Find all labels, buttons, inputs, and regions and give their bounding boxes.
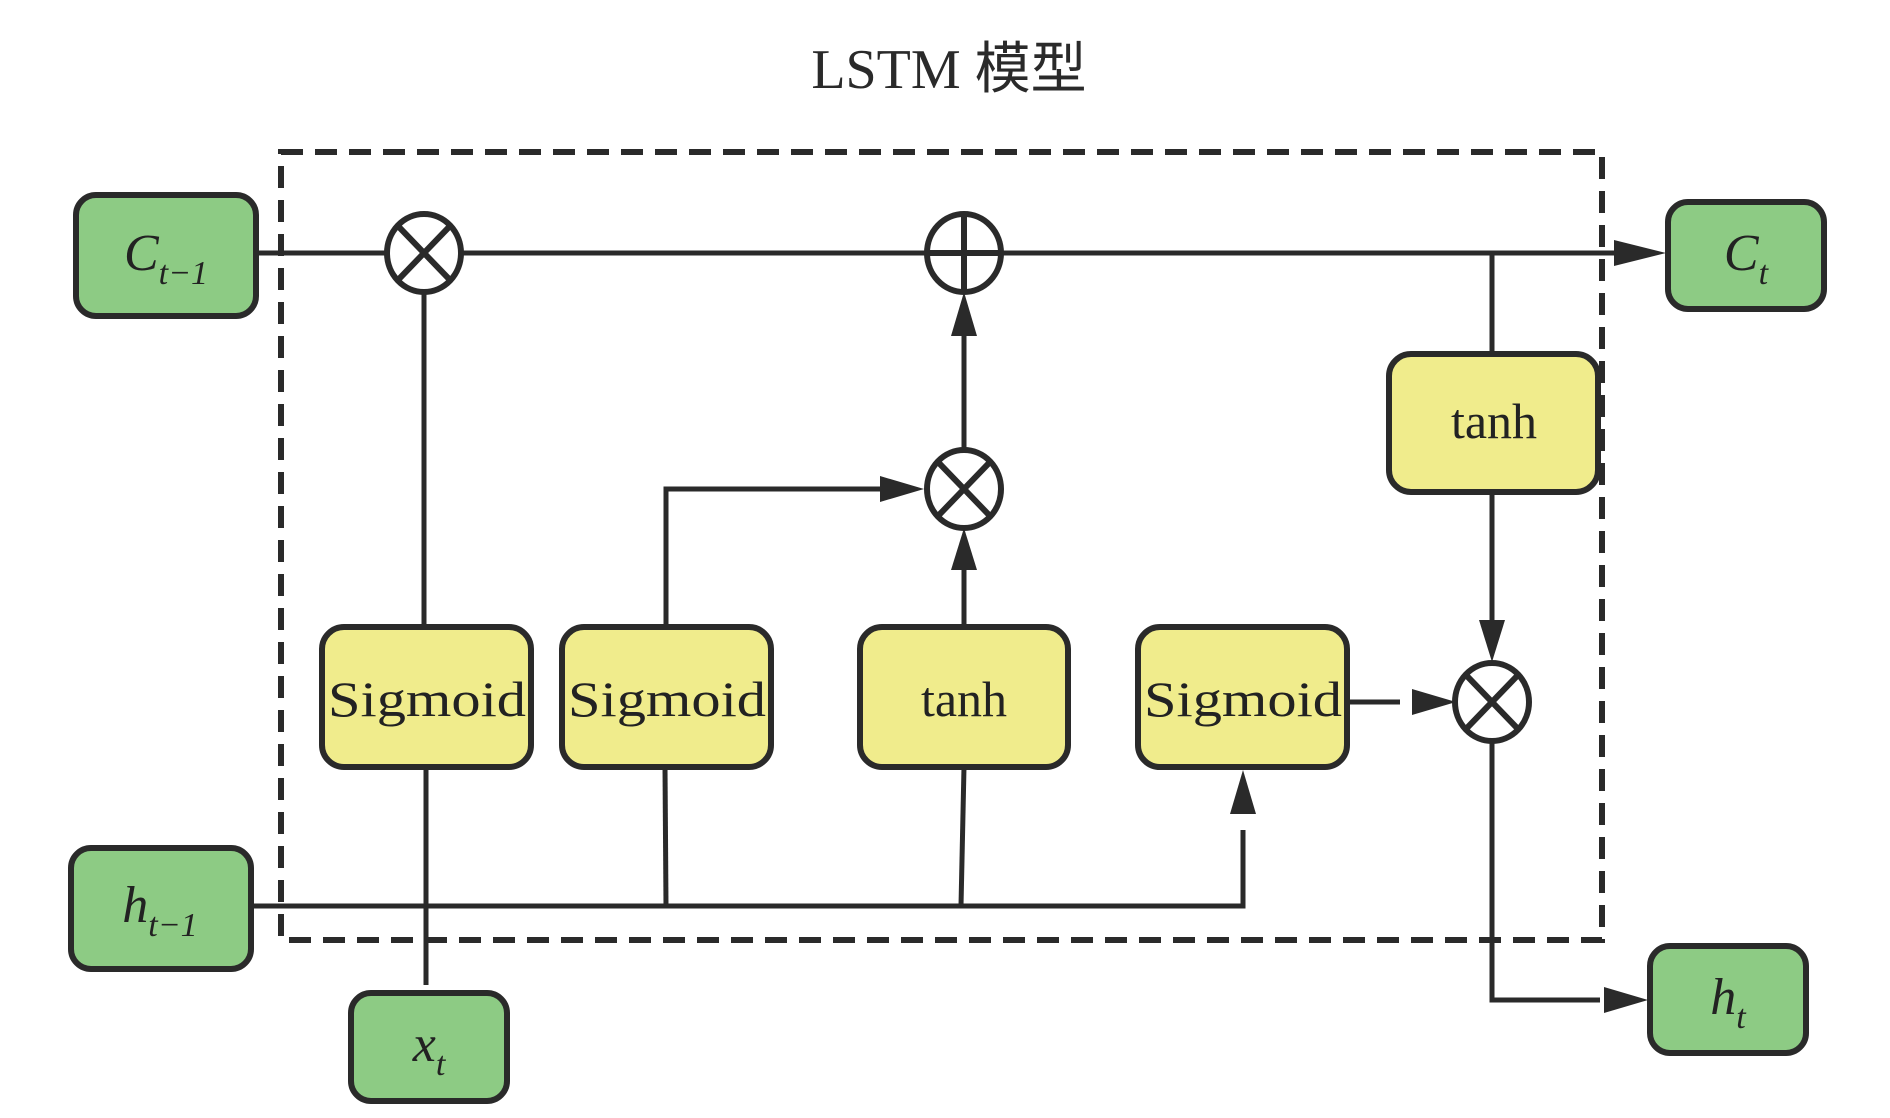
node-label-sub: t [1759, 255, 1770, 292]
arrowhead-output-gate [1412, 689, 1456, 715]
node-h-t: ht [1647, 943, 1809, 1056]
node-label: Ct [1724, 225, 1770, 292]
arrowhead-candidate [951, 528, 977, 570]
node-label-sub: t [436, 1046, 447, 1083]
lstm-cell-boundary [278, 149, 1605, 943]
activation-label: Sigmoid [328, 671, 526, 727]
activation-forget-gate: Sigmoid [319, 624, 534, 770]
node-label: Ct−1 [124, 225, 208, 292]
operator-input-multiply [924, 447, 1004, 531]
node-label-sub: t−1 [148, 907, 197, 944]
node-label: ht [1710, 969, 1747, 1036]
activation-label: Sigmoid [1144, 671, 1342, 727]
arrowheads [880, 240, 1666, 1013]
multiply-icon-stroke [395, 223, 453, 283]
activation-input-gate: Sigmoid [559, 624, 774, 770]
node-c-prev: Ct−1 [73, 192, 259, 319]
multiply-icon-stroke [935, 459, 993, 519]
operator-cell-add [924, 211, 1004, 295]
arrowhead-h-to-output-gate [1230, 770, 1256, 814]
activation-label: tanh [921, 671, 1007, 727]
arrowhead-h-out [1604, 987, 1648, 1013]
input-gate-line [663, 486, 900, 625]
node-c-t: Ct [1665, 199, 1827, 312]
activation-candidate: tanh [857, 624, 1071, 770]
node-label: ht−1 [122, 877, 197, 944]
arrowhead-c-out [1614, 240, 1666, 266]
node-label-sub: t [1736, 999, 1747, 1036]
node-label-base: h [1710, 969, 1736, 1026]
activation-label: Sigmoid [568, 671, 766, 727]
multiply-icon-stroke [1463, 672, 1521, 732]
connection-lines [252, 250, 1620, 1003]
node-label-sub: t−1 [159, 255, 208, 292]
node-x-t: xt [348, 990, 510, 1104]
output-line [1489, 741, 1600, 1003]
hprev-to-candidate-line [958, 766, 967, 907]
hprev-to-input-gate-line [662, 766, 669, 907]
operator-output-multiply [1452, 660, 1532, 744]
node-label-base: h [122, 877, 148, 934]
operator-forget-multiply [384, 211, 464, 295]
activation-output-gate: Sigmoid [1135, 624, 1350, 770]
hidden-state-line [252, 830, 1246, 909]
activation-cell-tanh: tanh [1386, 351, 1601, 495]
node-label-base: C [124, 225, 160, 282]
node-label-base: C [1724, 225, 1760, 282]
diagram-title: LSTM 模型 [811, 39, 1086, 101]
activation-label: tanh [1451, 393, 1537, 449]
arrowhead-tanh-down [1479, 620, 1505, 662]
arrowhead-input-gate [880, 476, 924, 502]
node-label: xt [412, 1016, 447, 1083]
arrowhead-add [951, 292, 977, 336]
node-label-base: x [412, 1016, 436, 1073]
node-h-prev: ht−1 [68, 845, 254, 972]
